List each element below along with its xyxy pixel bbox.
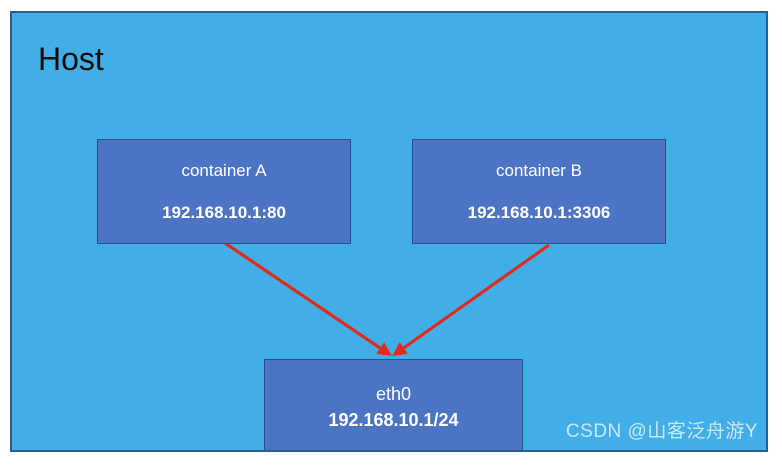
host-label: Host (38, 41, 104, 77)
node-container-b-address: 192.168.10.1:3306 (467, 202, 611, 222)
node-eth0-address: 192.168.10.1/24 (328, 410, 459, 430)
node-eth0[interactable]: eth0 192.168.10.1/24 (264, 359, 523, 450)
arrow-container-a-to-eth0 (224, 241, 392, 356)
host-boundary-box: Host container A 192.168.10.1:80 contain… (10, 11, 768, 452)
node-eth0-title: eth0 (375, 384, 412, 404)
node-container-a[interactable]: container A 192.168.10.1:80 (97, 139, 351, 244)
node-container-b-title: container B (496, 160, 582, 180)
csdn-watermark: CSDN @山客泛舟游Y (565, 421, 758, 442)
node-container-a-address: 192.168.10.1:80 (162, 202, 286, 222)
node-container-a-title: container A (181, 160, 267, 180)
arrow-container-b-to-eth0 (392, 243, 550, 357)
node-container-b[interactable]: container B 192.168.10.1:3306 (412, 139, 666, 244)
